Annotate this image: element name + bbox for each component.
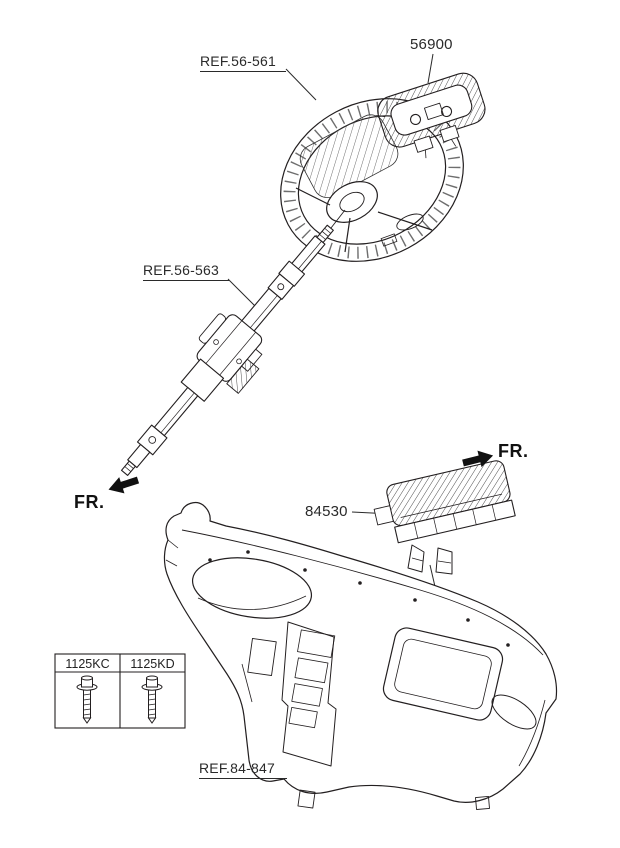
fr-label-right: FR. [498, 441, 529, 461]
ref-label-steering-wheel[interactable]: REF.56-561 [200, 53, 286, 72]
ref-label-crash-pad[interactable]: REF.84-847 [199, 760, 287, 779]
instrument-panel-drawing [163, 502, 558, 810]
fastener-code-1125kc: 1125KC [65, 657, 110, 671]
fr-arrow-left [108, 476, 140, 494]
passenger-airbag-brackets [407, 544, 453, 575]
driver-airbag-module-drawing [376, 72, 486, 159]
fr-arrow-right [462, 450, 494, 468]
part-number-84530[interactable]: 84530 [305, 503, 348, 520]
passenger-airbag-module-drawing [373, 460, 516, 544]
panel-mount-dots [208, 550, 510, 647]
bolt-1125kd-drawing [141, 675, 163, 724]
bolt-1125kc-drawing [76, 675, 98, 724]
fr-label-left: FR. [74, 492, 105, 512]
ref-label-steering-column[interactable]: REF.56-563 [143, 262, 229, 281]
fastener-table-drawing [54, 653, 186, 729]
fastener-code-1125kd: 1125KD [130, 657, 175, 671]
steering-column-drawing [120, 224, 334, 476]
part-number-56900[interactable]: 56900 [410, 36, 453, 53]
